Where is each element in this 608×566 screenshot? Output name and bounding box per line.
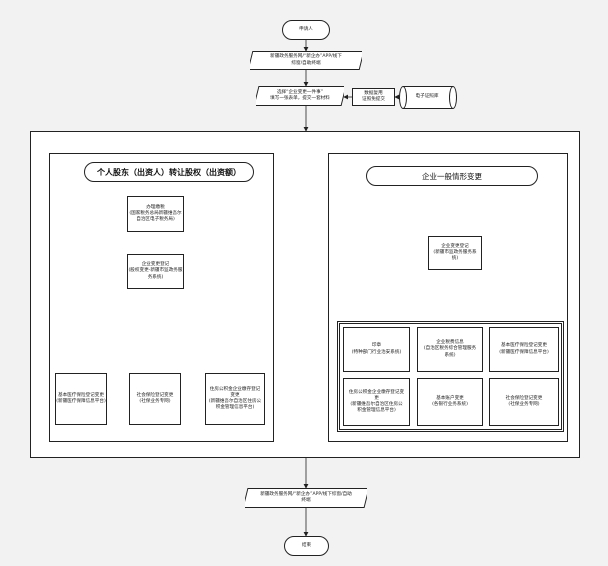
- end-label: 结束: [301, 542, 312, 548]
- right-output-social-label: 社会保险登记变更 (社保业务专网): [505, 395, 543, 407]
- right-panel-title-text: 企业一般情形变更: [422, 171, 482, 181]
- data-share-label: 数据复用 证照免提交: [362, 90, 385, 102]
- left-panel-title: 个人股东（出资人）转让股权（出资额）: [84, 162, 254, 182]
- left-output-social-label: 社会保险登记变更 (社保业务专网): [136, 392, 174, 404]
- left-panel-title-text: 个人股东（出资人）转让股权（出资额）: [97, 167, 241, 177]
- license-database-label: 电子证照库: [415, 94, 439, 100]
- end-node: 结束: [284, 536, 329, 556]
- right-output-medical-label: 基本医疗保险登记变更 (新疆医疗保障信息平台): [499, 343, 549, 355]
- tax-payment-label: 办理缴税 (国家税务总局新疆维吾尔 自治区电子税务局): [129, 204, 182, 223]
- right-registration-node: 企业变更登记 (新疆市监政务服务系 统): [428, 236, 482, 270]
- right-output-tax-info-label: 企业税费信息 (自治区税务综合管理服务 系统): [423, 340, 477, 358]
- left-output-housing-fund-label: 住房公积金企业缴存登记 变更 (新疆维吾尔自治区住房公 积金管理信息平台): [208, 386, 262, 411]
- right-output-housing-fund-label: 住房公积金企业缴存登记变 更 (新疆维吾尔自治区住房公 积金管理信息平台): [348, 389, 405, 414]
- result-channel-node: 新疆政务服务网/“新企办”APP/线下综窗/自助 终端: [245, 488, 367, 508]
- database-cap-left: [399, 86, 407, 109]
- left-output-medical: 基本医疗保险登记变更 (新疆医疗保障信息平台): [55, 373, 107, 425]
- left-registration-label: 企业变更登记 (股权变更-新疆市监政务服 务系统): [128, 262, 183, 280]
- right-output-seal-label: 印章 (特种部门行业治安系统): [351, 343, 402, 355]
- channel-step-label: 新疆政务服务网/“新企办”APP/线下 综窗/自助终端: [270, 54, 342, 66]
- right-output-housing-fund: 住房公积金企业缴存登记变 更 (新疆维吾尔自治区住房公 积金管理信息平台): [343, 378, 410, 426]
- start-label: 申请人: [299, 26, 313, 32]
- channel-step-node: 新疆政务服务网/“新企办”APP/线下 综窗/自助终端: [250, 51, 362, 70]
- right-output-seal: 印章 (特种部门行业治安系统): [343, 327, 410, 372]
- right-panel-frame: [328, 153, 568, 442]
- license-database-node: 电子证照库: [407, 90, 447, 105]
- right-output-medical: 基本医疗保险登记变更 (新疆医疗保障信息平台): [489, 327, 559, 372]
- left-output-medical-label: 基本医疗保险登记变更 (新疆医疗保障信息平台): [56, 392, 106, 404]
- right-output-tax-info: 企业税费信息 (自治区税务综合管理服务 系统): [417, 327, 483, 372]
- license-database-cylinder: [403, 86, 453, 109]
- right-panel-title: 企业一般情形变更: [366, 166, 538, 186]
- right-output-bank-account: 基本账户变更 (各银行业务系统): [417, 378, 483, 426]
- right-output-social: 社会保险登记变更 (社保业务专网): [489, 378, 559, 426]
- left-registration-node: 企业变更登记 (股权变更-新疆市监政务服 务系统): [127, 254, 184, 289]
- database-cap-right: [449, 86, 457, 109]
- tax-payment-node: 办理缴税 (国家税务总局新疆维吾尔 自治区电子税务局): [127, 196, 184, 232]
- left-output-social: 社会保险登记变更 (社保业务专网): [129, 373, 181, 425]
- form-submit-node: 选择“企业变更一件事” 填写一张表单，提交一套材料: [256, 86, 344, 106]
- data-share-node: 数据复用 证照免提交: [352, 88, 395, 106]
- start-node: 申请人: [282, 20, 330, 40]
- left-output-housing-fund: 住房公积金企业缴存登记 变更 (新疆维吾尔自治区住房公 积金管理信息平台): [205, 373, 265, 425]
- form-submit-label: 选择“企业变更一件事” 填写一张表单，提交一套材料: [270, 89, 330, 101]
- left-panel-frame: [49, 153, 274, 442]
- right-registration-label: 企业变更登记 (新疆市监政务服务系 统): [433, 243, 477, 262]
- right-output-bank-account-label: 基本账户变更 (各银行业务系统): [432, 395, 468, 407]
- result-channel-label: 新疆政务服务网/“新企办”APP/线下综窗/自助 终端: [260, 491, 352, 503]
